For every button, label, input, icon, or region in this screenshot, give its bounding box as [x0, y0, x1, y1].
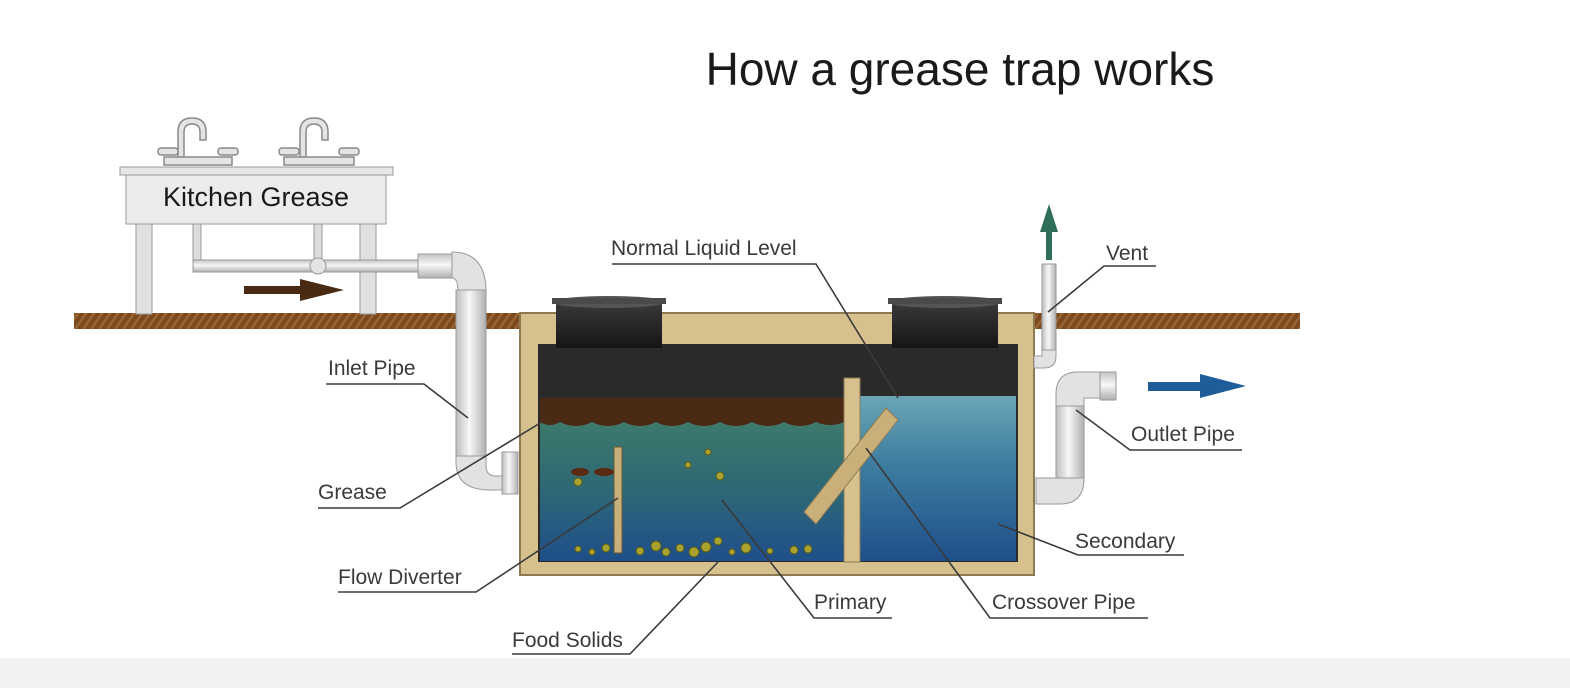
vent-arrow-icon [1040, 204, 1058, 260]
label-outlet-pipe: Outlet Pipe [1131, 423, 1235, 446]
leader-crossover-pipe [865, 447, 1148, 619]
kitchen-sink [119, 166, 434, 315]
ground-right [1030, 313, 1300, 329]
leader-outlet-pipe [1075, 409, 1242, 451]
grease-blobs [571, 468, 614, 476]
ground-left [74, 313, 522, 329]
label-vent: Vent [1106, 242, 1149, 265]
outlet-arrow-icon [1148, 374, 1246, 398]
manhole-lid-right [888, 296, 1002, 348]
bottom-bar [0, 658, 1570, 688]
leader-lines [318, 263, 1242, 655]
crossover-pipe [803, 407, 899, 525]
leader-food-solids [512, 561, 719, 655]
sink-label: Kitchen Grease [162, 182, 350, 212]
label-primary: Primary [814, 591, 887, 614]
label-secondary: Secondary [1075, 530, 1176, 553]
leader-grease [318, 421, 543, 509]
faucet-left-icon [157, 117, 239, 166]
leader-inlet-pipe [326, 383, 469, 419]
leader-normal-liquid-level [612, 263, 899, 399]
label-inlet-pipe: Inlet Pipe [328, 357, 416, 380]
grease-layer [540, 398, 844, 426]
food-solids [573, 448, 813, 558]
label-flow-diverter: Flow Diverter [338, 566, 462, 589]
primary-water [540, 418, 844, 561]
label-crossover-pipe: Crossover Pipe [992, 591, 1136, 614]
inlet-pipe [417, 251, 519, 495]
outlet-pipe [1035, 371, 1117, 505]
faucet-right-icon [278, 117, 360, 166]
leader-flow-diverter [338, 497, 619, 593]
flow-arrow-icon [244, 279, 344, 301]
manhole-lid-left [552, 296, 666, 348]
page-title: How a grease trap works [705, 43, 1215, 95]
leader-secondary [997, 523, 1184, 556]
label-food-solids: Food Solids [512, 629, 623, 652]
leader-vent [1047, 265, 1156, 313]
label-normal-liquid-level: Normal Liquid Level [611, 237, 797, 260]
label-grease: Grease [318, 481, 387, 504]
vent-pipe [1033, 263, 1057, 369]
leader-primary [721, 499, 892, 619]
